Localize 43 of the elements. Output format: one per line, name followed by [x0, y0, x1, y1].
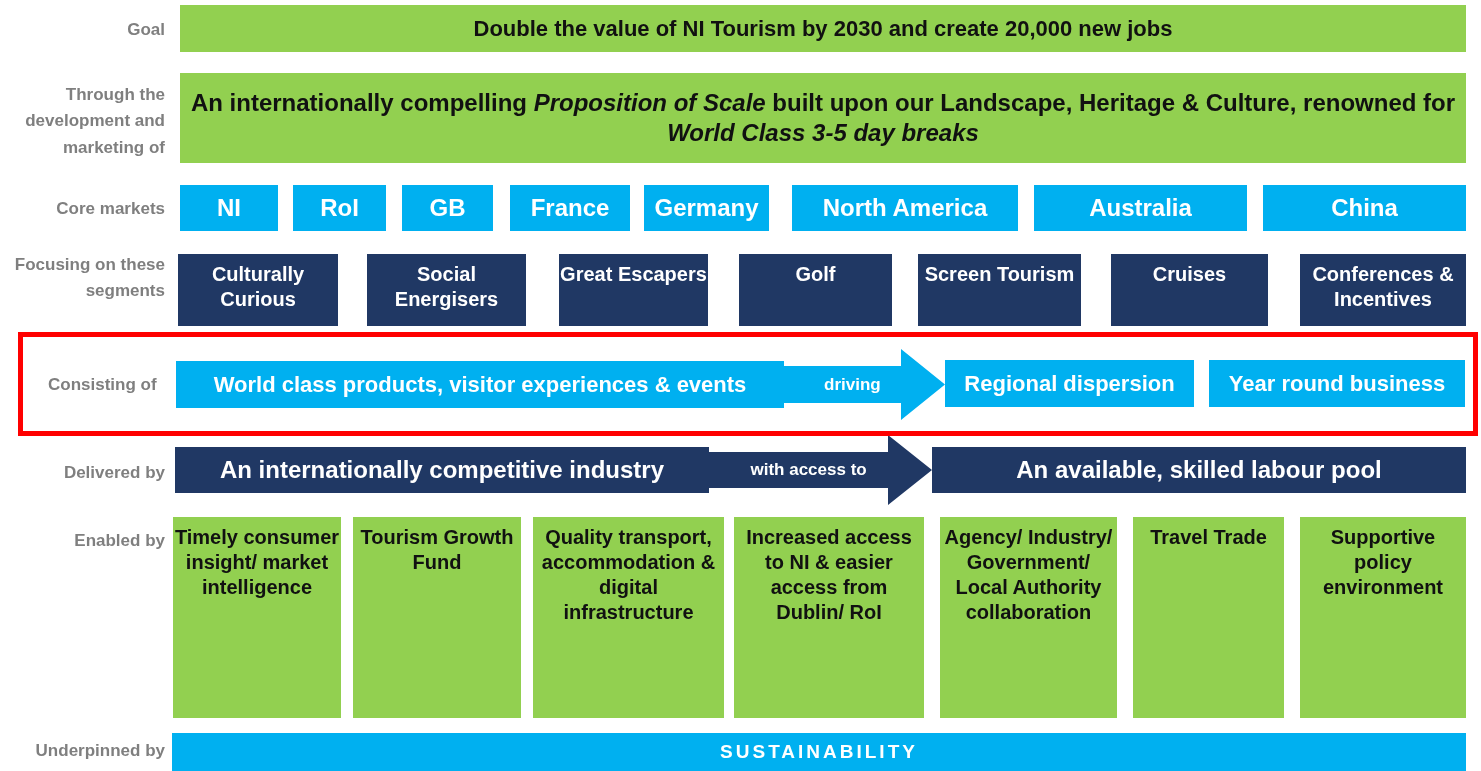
block-arrow [709, 435, 932, 505]
enabler-box: Tourism Growth Fund [353, 517, 521, 718]
proposition-banner: An internationally compelling Proposition of Scale built upon our Landscape, Heritage & Culture, renowned for World Class 3-5 day breaks [180, 73, 1466, 163]
enabler-box: Timely consumer insight/ market intelligence [173, 517, 341, 718]
segment-box: Screen Tourism [918, 254, 1081, 326]
row-label: Focusing on these segments [13, 254, 165, 303]
enabler-box: Agency/ Industry/ Government/ Local Authority collaboration [940, 517, 1117, 718]
block-arrow [784, 349, 945, 420]
product-box: World class products, visitor experiences & events [176, 361, 784, 408]
market-box: North America [792, 185, 1018, 231]
market-box: China [1263, 185, 1466, 231]
segment-box: Conferences & Incentives [1300, 254, 1466, 326]
market-box: Germany [644, 185, 769, 231]
market-box: GB [402, 185, 493, 231]
row-label: Enabled by [73, 530, 165, 552]
enabler-box: Travel Trade [1133, 517, 1284, 718]
outcome-box: Regional dispersion [945, 360, 1194, 407]
row-label: Core markets [55, 198, 165, 220]
enabler-box: Increased access to NI & easier access from Dublin/ RoI [734, 517, 924, 718]
market-box: RoI [293, 185, 386, 231]
row-label: Delivered by [62, 462, 165, 484]
market-box: France [510, 185, 630, 231]
segment-box: Social Energisers [367, 254, 526, 326]
segment-box: Culturally Curious [178, 254, 338, 326]
delivery-box: An internationally competitive industry [175, 447, 709, 493]
edge-label: driving [824, 374, 881, 395]
segment-box: Cruises [1111, 254, 1268, 326]
sustainability-banner: SUSTAINABILITY [172, 733, 1466, 771]
row-label: Consisting of [48, 375, 157, 395]
segment-box: Great Escapers [559, 254, 708, 326]
segment-box: Golf [739, 254, 892, 326]
row-label: Underpinned by [34, 740, 165, 762]
enabler-box: Supportive policy environment [1300, 517, 1466, 718]
highlight-frame [18, 332, 1478, 436]
market-box: NI [180, 185, 278, 231]
goal-banner: Double the value of NI Tourism by 2030 and create 20,000 new jobs [180, 5, 1466, 52]
outcome-box: Year round business [1209, 360, 1465, 407]
row-label: Goal [126, 19, 165, 41]
row-label: Through the development and marketing of [24, 84, 165, 159]
enabler-box: Quality transport, accommodation & digital infrastructure [533, 517, 724, 718]
delivery-box: An available, skilled labour pool [932, 447, 1466, 493]
edge-label: with access to [750, 460, 867, 480]
market-box: Australia [1034, 185, 1247, 231]
